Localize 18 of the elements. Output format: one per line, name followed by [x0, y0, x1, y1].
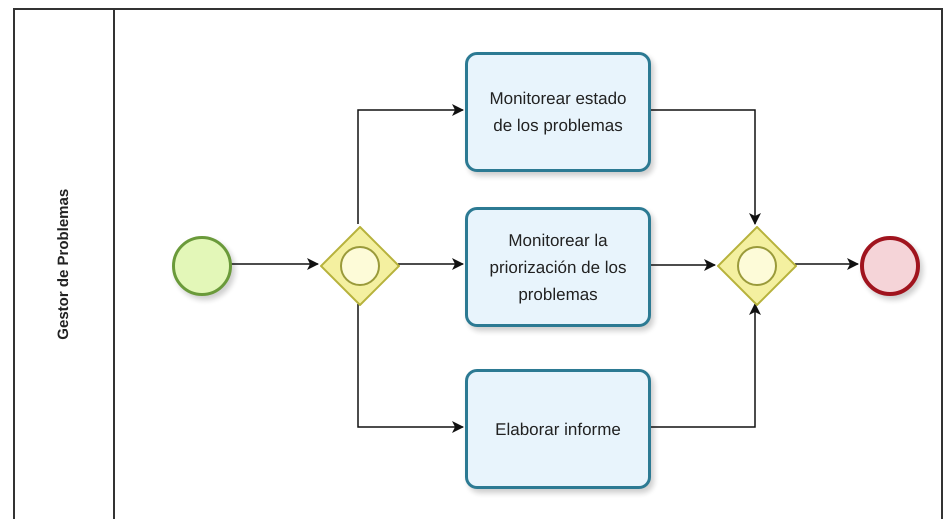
sequence-flow-arrow	[357, 104, 464, 224]
sequence-flow-arrow	[795, 258, 859, 270]
gateway-diamond	[320, 226, 400, 306]
lane-label: Gestor de Problemas	[54, 189, 73, 340]
swimlane-pool	[13, 8, 943, 519]
task-label: Monitorear estado de los problemas	[488, 88, 628, 137]
task-box	[465, 369, 651, 489]
task-label: Monitorear la priorización de los problemas	[488, 230, 628, 306]
sequence-flow-arrow	[649, 109, 761, 225]
task-box	[465, 52, 651, 172]
task-box	[465, 207, 651, 327]
sequence-flow-arrow	[398, 258, 464, 270]
sequence-flow-arrow	[357, 304, 464, 433]
sequence-flow-arrow	[649, 259, 716, 271]
task-label: Elaborar informe	[495, 418, 621, 440]
sequence-flow-arrow	[649, 303, 761, 428]
gateway-diamond	[717, 226, 797, 306]
sequence-flow-arrow	[230, 258, 319, 270]
